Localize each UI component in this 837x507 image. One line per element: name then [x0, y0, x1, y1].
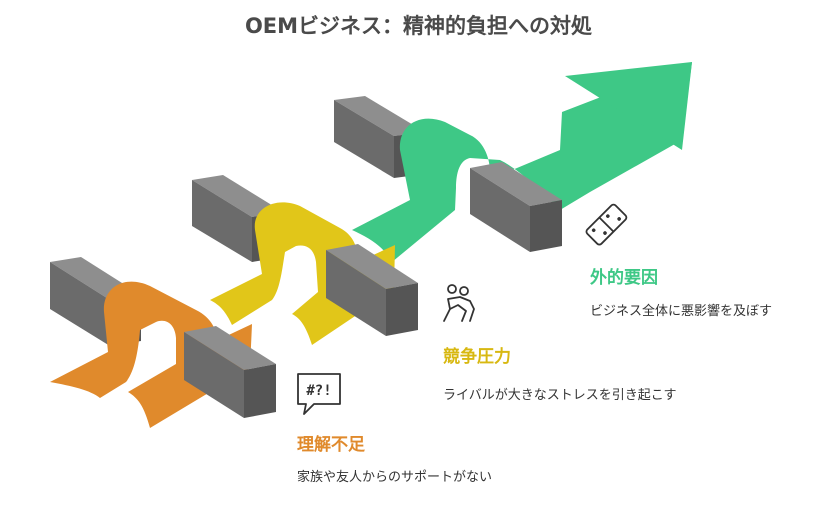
item-title-competition: 競争圧力 — [443, 347, 511, 367]
yellow-segment — [192, 175, 418, 345]
orange-ribbon — [50, 281, 252, 428]
confused-speech-icon: #?! — [297, 373, 341, 415]
green-segment — [334, 62, 692, 262]
page-title: OEMビジネス：精神的負担への対処 — [244, 14, 593, 38]
arrow-head — [565, 62, 692, 150]
wrestling-icon — [443, 284, 475, 322]
item-desc-competition: ライバルが大きなストレスを引き起こす — [443, 388, 677, 403]
item-desc-lack-of-understanding: 家族や友人からのサポートがない — [297, 470, 493, 485]
orange-segment — [50, 257, 276, 428]
item-title-external-factors: 外的要因 — [590, 268, 658, 288]
item-title-lack-of-understanding: 理解不足 — [297, 435, 365, 455]
green-ribbon — [352, 62, 692, 262]
block-green-front — [470, 162, 562, 252]
item-desc-external-factors: ビジネス全体に悪影響を及ぼす — [590, 304, 773, 319]
block-orange-front — [184, 326, 276, 418]
block-yellow-front — [326, 244, 418, 336]
dice-icon — [585, 203, 628, 246]
confused-speech-icon-text: #?! — [306, 383, 331, 399]
